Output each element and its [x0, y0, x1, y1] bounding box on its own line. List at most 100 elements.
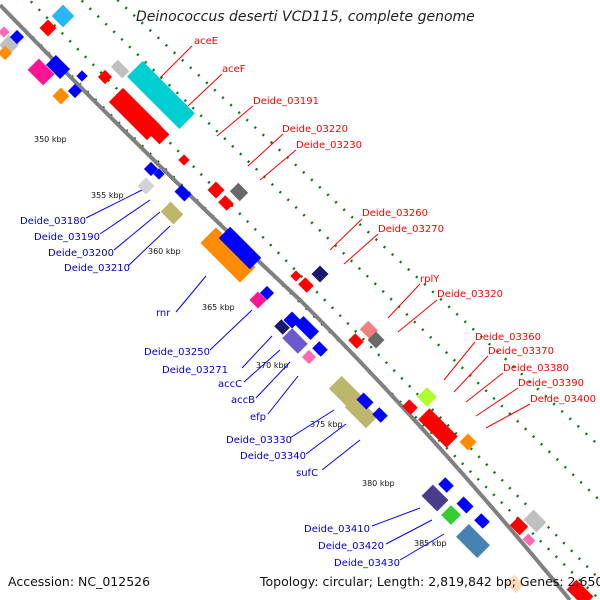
gene-feature[interactable]: [200, 227, 256, 283]
tick-label: 360 kbp: [148, 247, 181, 256]
gene-feature[interactable]: [218, 195, 234, 211]
gene-label-deide-03430[interactable]: Deide_03430: [334, 558, 400, 569]
gene-features: [0, 4, 594, 600]
tick-label: 380 kbp: [362, 479, 395, 488]
gene-feature[interactable]: [294, 315, 320, 341]
gene-feature[interactable]: [523, 509, 547, 533]
gene-feature[interactable]: [421, 484, 449, 512]
gene-feature[interactable]: [290, 270, 302, 282]
tick-label: 385 kbp: [414, 539, 447, 548]
gene-label-deide-03420[interactable]: Deide_03420: [318, 541, 384, 552]
gene-feature[interactable]: [456, 524, 490, 558]
gene-feature[interactable]: [27, 58, 55, 86]
gene-label-aceF[interactable]: aceF: [222, 64, 246, 75]
gene-feature[interactable]: [127, 61, 195, 129]
gene-label-sufC[interactable]: sufC: [296, 468, 318, 479]
gene-feature[interactable]: [76, 70, 88, 82]
gene-feature[interactable]: [174, 184, 192, 202]
gene-feature[interactable]: [137, 177, 155, 195]
gene-feature[interactable]: [153, 168, 165, 180]
gene-feature[interactable]: [456, 496, 474, 514]
tick-label: 365 kbp: [202, 303, 235, 312]
gene-feature[interactable]: [282, 328, 308, 354]
gene-feature[interactable]: [259, 285, 275, 301]
gene-label-deide-03340[interactable]: Deide_03340: [240, 451, 306, 462]
gene-feature[interactable]: [142, 117, 170, 145]
gene-label-deide-03390[interactable]: Deide_03390: [518, 378, 584, 389]
gene-label-rplY[interactable]: rplY: [420, 274, 440, 285]
gene-label-deide-03220[interactable]: Deide_03220: [282, 124, 348, 135]
gene-feature[interactable]: [51, 4, 75, 28]
gene-feature[interactable]: [312, 341, 328, 357]
gene-feature[interactable]: [402, 399, 418, 415]
gene-feature[interactable]: [441, 505, 461, 525]
gene-label-efp[interactable]: efp: [250, 412, 266, 423]
gene-feature[interactable]: [249, 291, 267, 309]
gene-feature[interactable]: [509, 516, 529, 536]
gene-feature[interactable]: [218, 226, 262, 270]
gene-label-deide-03191[interactable]: Deide_03191: [253, 96, 319, 107]
gene-label-deide-03180[interactable]: Deide_03180: [20, 216, 86, 227]
accession-text: Accession: NC_012526: [8, 574, 151, 589]
gene-feature[interactable]: [301, 349, 317, 365]
gene-feature[interactable]: [474, 513, 490, 529]
gene-label-aceE[interactable]: aceE: [194, 36, 218, 47]
gene-label-rnr[interactable]: rnr: [156, 308, 171, 319]
gene-feature[interactable]: [0, 26, 10, 38]
gene-label-deide-03210[interactable]: Deide_03210: [64, 263, 130, 274]
forward-gene-labels: [159, 45, 531, 429]
gene-label-deide-03400[interactable]: Deide_03400: [530, 394, 596, 405]
gene-feature[interactable]: [110, 59, 130, 79]
gene-feature[interactable]: [418, 408, 458, 448]
gene-label-deide-03320[interactable]: Deide_03320: [437, 289, 503, 300]
gene-feature[interactable]: [344, 395, 378, 429]
gene-feature[interactable]: [311, 265, 329, 283]
gene-feature[interactable]: [372, 407, 388, 423]
gene-feature[interactable]: [9, 29, 25, 45]
gene-label-deide-03230[interactable]: Deide_03230: [296, 140, 362, 151]
gene-label-deide-03271[interactable]: Deide_03271: [162, 365, 228, 376]
gene-feature[interactable]: [45, 54, 71, 80]
gene-feature[interactable]: [298, 277, 314, 293]
gene-feature[interactable]: [97, 69, 113, 85]
gene-feature[interactable]: [367, 331, 385, 349]
gene-label-deide-03380[interactable]: Deide_03380: [503, 363, 569, 374]
gene-feature[interactable]: [356, 392, 374, 410]
tick-label: 355 kbp: [91, 191, 124, 200]
gene-label-deide-03260[interactable]: Deide_03260: [362, 208, 428, 219]
gene-label-deide-03190[interactable]: Deide_03190: [34, 232, 100, 243]
map-title: Deinococcus deserti VCD115, complete gen…: [136, 9, 475, 25]
gene-feature[interactable]: [160, 201, 184, 225]
genome-backbone-line: [0, 3, 572, 600]
gene-feature[interactable]: [52, 87, 70, 105]
gene-feature[interactable]: [143, 161, 159, 177]
gene-feature[interactable]: [348, 333, 364, 349]
gene-feature[interactable]: [0, 45, 13, 61]
gene-label-accB[interactable]: accB: [231, 395, 255, 406]
gene-feature[interactable]: [459, 433, 477, 451]
gene-label-deide-03250[interactable]: Deide_03250: [144, 347, 210, 358]
tick-label: 375 kbp: [310, 420, 343, 429]
tick-label: 370 kbp: [256, 361, 289, 370]
gene-feature[interactable]: [417, 387, 437, 407]
genome-summary-text: Topology: circular; Length: 2,819,842 bp…: [260, 574, 600, 589]
gene-feature[interactable]: [438, 477, 454, 493]
gene-feature[interactable]: [505, 574, 525, 594]
gene-label-deide-03410[interactable]: Deide_03410: [304, 524, 370, 535]
reverse-gene-labels: [85, 189, 445, 561]
position-ticks: 350 kbp 355 kbp 360 kbp 365 kbp 370 kbp …: [34, 135, 447, 548]
gene-label-deide-03330[interactable]: Deide_03330: [226, 435, 292, 446]
gene-label-accC[interactable]: accC: [218, 379, 242, 390]
gene-feature[interactable]: [39, 19, 57, 37]
gene-feature[interactable]: [207, 181, 225, 199]
gene-feature[interactable]: [522, 533, 536, 547]
gene-label-deide-03360[interactable]: Deide_03360: [475, 332, 541, 343]
gene-feature[interactable]: [274, 319, 290, 335]
gene-label-deide-03270[interactable]: Deide_03270: [378, 224, 444, 235]
gene-feature[interactable]: [229, 182, 249, 202]
gene-feature[interactable]: [178, 154, 190, 166]
gene-label-deide-03370[interactable]: Deide_03370: [488, 346, 554, 357]
gene-label-deide-03200[interactable]: Deide_03200: [48, 248, 114, 259]
